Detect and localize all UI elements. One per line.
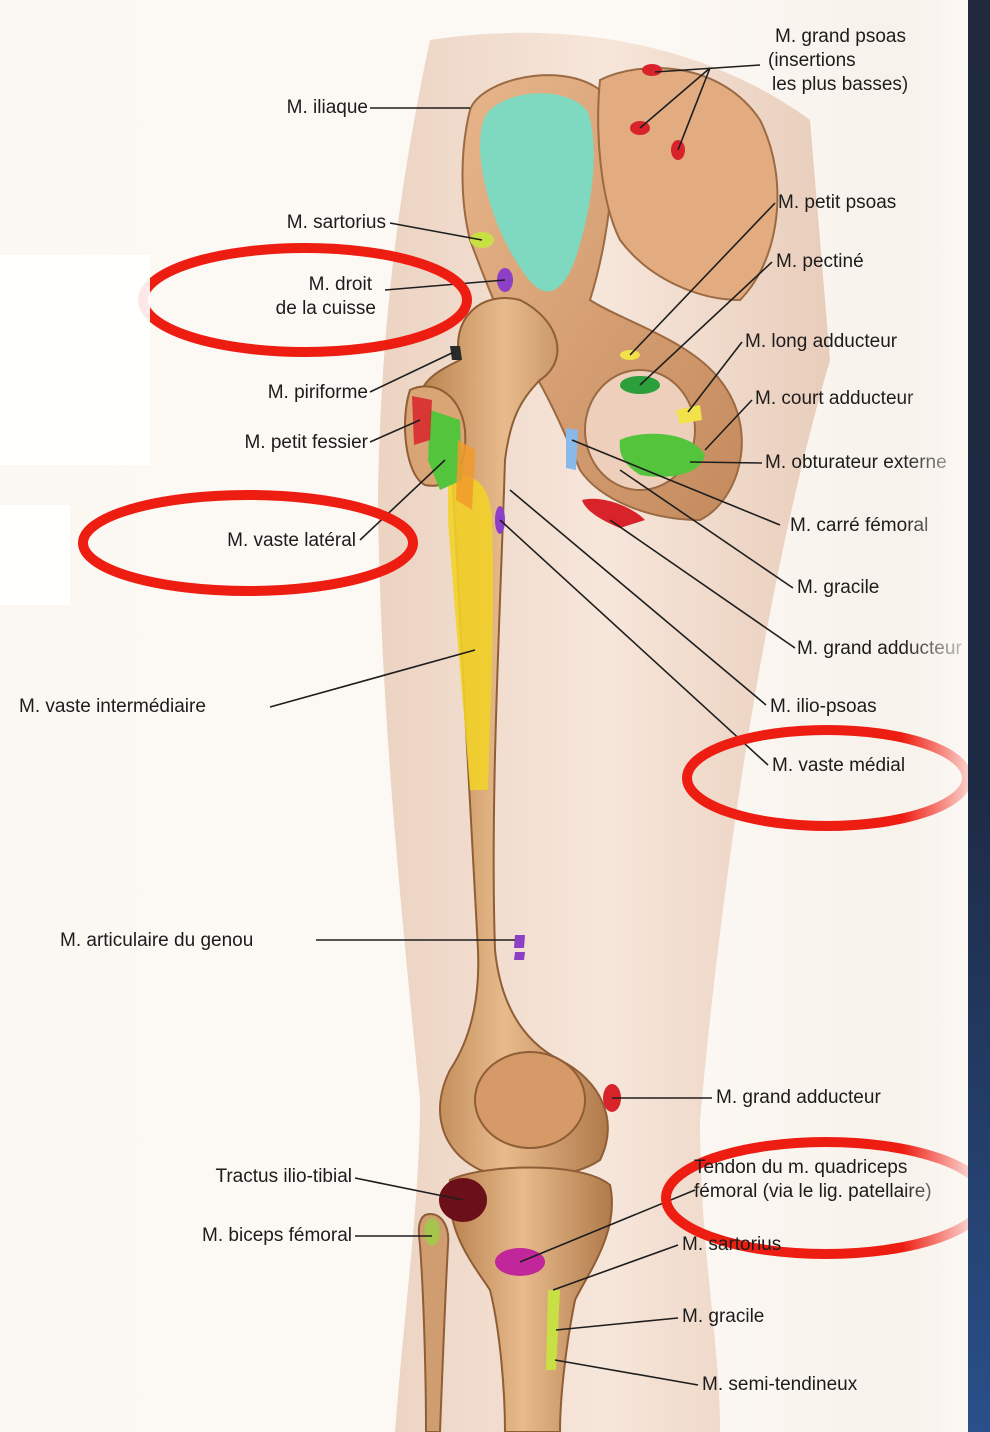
patella bbox=[475, 1052, 585, 1148]
scan-smudge-2 bbox=[0, 505, 70, 605]
label-piriforme: M. piriforme bbox=[200, 382, 368, 404]
label-gracile-bottom: M. gracile bbox=[682, 1306, 764, 1328]
label-iliaque: M. iliaque bbox=[200, 97, 368, 119]
label-vaste-medial: M. vaste médial bbox=[772, 755, 965, 777]
label-grand-psoas: M. grand psoas bbox=[775, 26, 965, 48]
label-insertions: (insertions bbox=[768, 50, 965, 72]
label-pectine: M. pectiné bbox=[776, 251, 965, 273]
book-binding-edge bbox=[968, 0, 990, 1432]
label-grand-adducteur-top: M. grand adducteur bbox=[797, 638, 965, 660]
label-long-adducteur: M. long adducteur bbox=[745, 331, 965, 353]
label-petit-fessier: M. petit fessier bbox=[180, 432, 368, 454]
label-petit-psoas: M. petit psoas bbox=[778, 192, 965, 214]
label-sartorius-top: M. sartorius bbox=[200, 212, 386, 234]
label-grand-adducteur-knee: M. grand adducteur bbox=[716, 1087, 965, 1109]
scan-smudge-1 bbox=[0, 255, 150, 465]
ilio-psoas-patch bbox=[566, 428, 578, 470]
label-court-adducteur: M. court adducteur bbox=[755, 388, 965, 410]
label-tendon-line1: Tendon du m. quadriceps bbox=[694, 1157, 965, 1179]
orange-patch bbox=[456, 440, 475, 510]
label-ilio-psoas: M. ilio-psoas bbox=[770, 696, 965, 718]
genou-patch-2 bbox=[514, 952, 525, 960]
label-gracile-top: M. gracile bbox=[797, 577, 965, 599]
label-droit-line2: de la cuisse bbox=[200, 298, 376, 320]
psoas-red-1 bbox=[642, 64, 662, 76]
petit-fessier-patch bbox=[412, 396, 432, 445]
label-tendon-line2: fémoral (via le lig. patellaire) bbox=[694, 1181, 965, 1203]
label-droit-line1: M. droit bbox=[200, 274, 372, 296]
biceps-patch bbox=[424, 1218, 440, 1246]
label-vaste-lateral: M. vaste latéral bbox=[150, 530, 356, 552]
label-carre-femoral: M. carré fémoral bbox=[790, 515, 965, 537]
label-vaste-intermediaire: M. vaste intermédiaire bbox=[19, 696, 206, 718]
label-biceps: M. biceps fémoral bbox=[120, 1225, 352, 1247]
label-obturateur: M. obturateur externe bbox=[765, 452, 965, 474]
label-sartorius-bottom: M. sartorius bbox=[682, 1234, 781, 1256]
label-tractus: Tractus ilio-tibial bbox=[120, 1166, 352, 1188]
label-plus-basses: les plus basses) bbox=[772, 74, 965, 96]
label-semi-tendineux: M. semi-tendineux bbox=[702, 1374, 965, 1396]
label-articulaire-genou: M. articulaire du genou bbox=[60, 930, 253, 952]
genou-patch-1 bbox=[514, 935, 525, 948]
